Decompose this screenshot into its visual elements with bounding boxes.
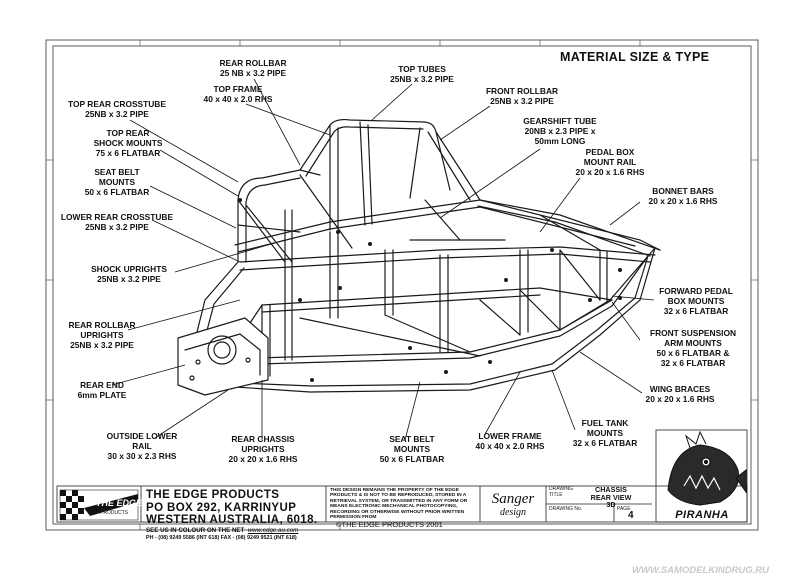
phone-fax: PH - (08) 9249 5586 (INT 618) FAX - (08)… [146,535,297,541]
page-number: 4 [628,510,634,521]
drawing-title-caption: DRAWING TITLE [549,486,573,498]
copyright-line: ©THE EDGE PRODUCTS 2001 [336,520,443,529]
leader-lines [111,78,655,441]
sheet-border [45,39,759,531]
logo-text: THE EDGE [96,498,143,508]
mascot-name: PIRANHA [675,509,729,521]
site-watermark: WWW.SAMODELKINDRUG.RU [632,565,770,576]
title-block [56,429,748,523]
edge-logo [59,489,139,521]
logo-subtext: PRODUCTS [100,510,129,516]
chassis-frame-drawing [177,118,661,396]
designer-logo: Sanger design [491,491,535,519]
page-caption: PAGE [617,506,631,512]
website-link[interactable]: www.edge.au.com [247,527,299,534]
mount-holes [238,198,622,382]
sheet-title: MATERIAL SIZE & TYPE [560,50,710,64]
drawing-number-caption: DRAWING No. [549,506,583,512]
piranha-mascot [667,430,747,506]
copyright-notice: THIS DESIGN REMAINS THE PROPERTY OF THE … [330,488,468,521]
company-address: THE EDGE PRODUCTS PO BOX 292, KARRINYUP … [146,489,318,526]
border-ticks [46,40,758,530]
drawing-title: CHASSIS REAR VIEW 3D [590,485,632,510]
web-note: SEE US IN COLOUR ON THE NET www.edge.au.… [146,527,299,534]
